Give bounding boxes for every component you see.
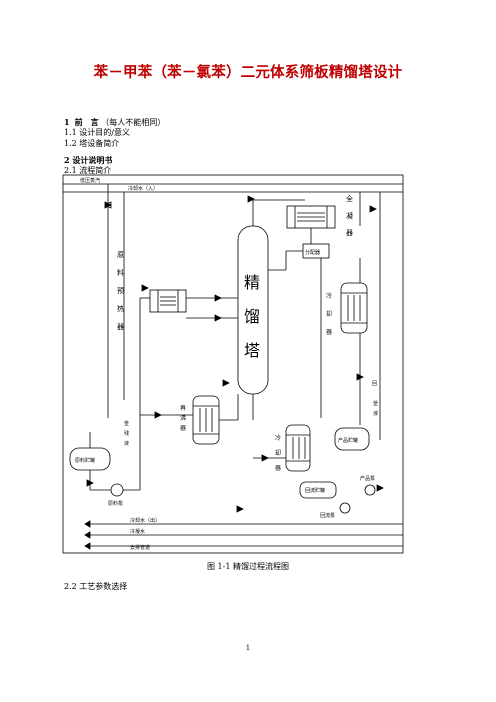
reboiler-label-1: 再 bbox=[180, 405, 186, 412]
valve-icon bbox=[86, 195, 384, 513]
bottoms-label-1: 釜 bbox=[124, 420, 129, 427]
cooling-water-in-label: 冷却水（入） bbox=[128, 185, 158, 192]
bottoms-cooler bbox=[285, 424, 311, 472]
reboiler-label-3: 器 bbox=[180, 425, 186, 432]
arrow-icon bbox=[84, 520, 91, 528]
feed-preheater bbox=[149, 289, 187, 313]
cooler2-label-2: 却 bbox=[275, 449, 281, 457]
product-tank bbox=[334, 427, 370, 451]
section-1-note: （每人不能相同） bbox=[101, 118, 166, 127]
feed-pump bbox=[110, 483, 124, 497]
section-1-heading: 1 前 言 （每人不能相同） bbox=[64, 117, 165, 128]
page-number: 1 bbox=[245, 644, 251, 652]
product-vertical-label-2: 液 bbox=[373, 410, 378, 417]
section-1-number: 1 bbox=[64, 117, 70, 127]
section-1-2: 1.2 塔设备简介 bbox=[64, 139, 120, 148]
column-label-3: 塔 bbox=[244, 341, 260, 360]
arrow-icon bbox=[84, 542, 91, 550]
section-1-title: 前 言 bbox=[74, 117, 99, 127]
bottoms-label-3: 液 bbox=[124, 440, 129, 447]
condenser-label-3: 器 bbox=[346, 229, 353, 237]
product-tank-label: 产品贮罐 bbox=[338, 437, 358, 444]
bottoms-label-2: 残 bbox=[124, 430, 129, 437]
section-2-2: 2.2 工艺参数选择 bbox=[64, 582, 128, 591]
figure-caption: 图 1-1 精馏过程流程图 bbox=[207, 562, 289, 571]
cooling-water-out-label: 冷却水（出） bbox=[130, 517, 160, 524]
chilled-water-label: 冷凝水 bbox=[130, 528, 145, 535]
reflux-label-1: 回 bbox=[372, 381, 377, 387]
steam-label: 低压蒸汽 bbox=[80, 177, 100, 184]
feed-tank-label: 原料贮罐 bbox=[75, 457, 95, 464]
preheater-label-5: 器 bbox=[117, 323, 124, 331]
section-2-heading: 2 设计说明书 bbox=[64, 155, 113, 165]
cooler2-label-1: 冷 bbox=[275, 434, 281, 442]
cooler-label-1: 冷 bbox=[326, 292, 332, 300]
product-pump-label: 产品泵 bbox=[360, 475, 375, 482]
distributor-label: 分配器 bbox=[305, 249, 320, 256]
product-cooler bbox=[340, 282, 368, 334]
drain-label: 去排管道 bbox=[130, 544, 150, 551]
reflux-pump-label: 回流泵 bbox=[320, 512, 335, 519]
section-1-1: 1.1 设计目的/意义 bbox=[64, 128, 130, 137]
product-pump bbox=[364, 484, 376, 496]
preheater-label-4: 热 bbox=[117, 304, 124, 313]
reflux-tank bbox=[299, 481, 337, 499]
document-title: 苯－甲苯（苯－氯苯）二元体系筛板精馏塔设计 bbox=[93, 64, 403, 81]
diagram-frame bbox=[62, 174, 404, 554]
reboiler-label-2: 沸 bbox=[180, 414, 186, 422]
cooler2-label-3: 器 bbox=[275, 465, 281, 472]
cooler-label-3: 器 bbox=[326, 329, 332, 336]
reflux-pump bbox=[339, 502, 351, 514]
column-label-2: 馏 bbox=[244, 307, 260, 326]
preheater-label-3: 预 bbox=[117, 286, 124, 295]
product-vertical-label-1: 釜 bbox=[373, 400, 378, 407]
preheater-label-2: 料 bbox=[117, 268, 124, 277]
reflux-tank-label: 回流贮罐 bbox=[305, 487, 325, 494]
section-2-1: 2.1 流程简介 bbox=[64, 166, 112, 175]
cooler-label-2: 却 bbox=[326, 310, 332, 318]
feed-pump-label: 原料泵 bbox=[108, 500, 123, 507]
condenser-label-1: 全 bbox=[346, 194, 353, 203]
arrow-icon bbox=[84, 531, 91, 539]
condenser-label-2: 凝 bbox=[346, 211, 353, 220]
preheater-label-1: 原 bbox=[117, 251, 124, 259]
column-label-1: 精 bbox=[244, 273, 260, 292]
